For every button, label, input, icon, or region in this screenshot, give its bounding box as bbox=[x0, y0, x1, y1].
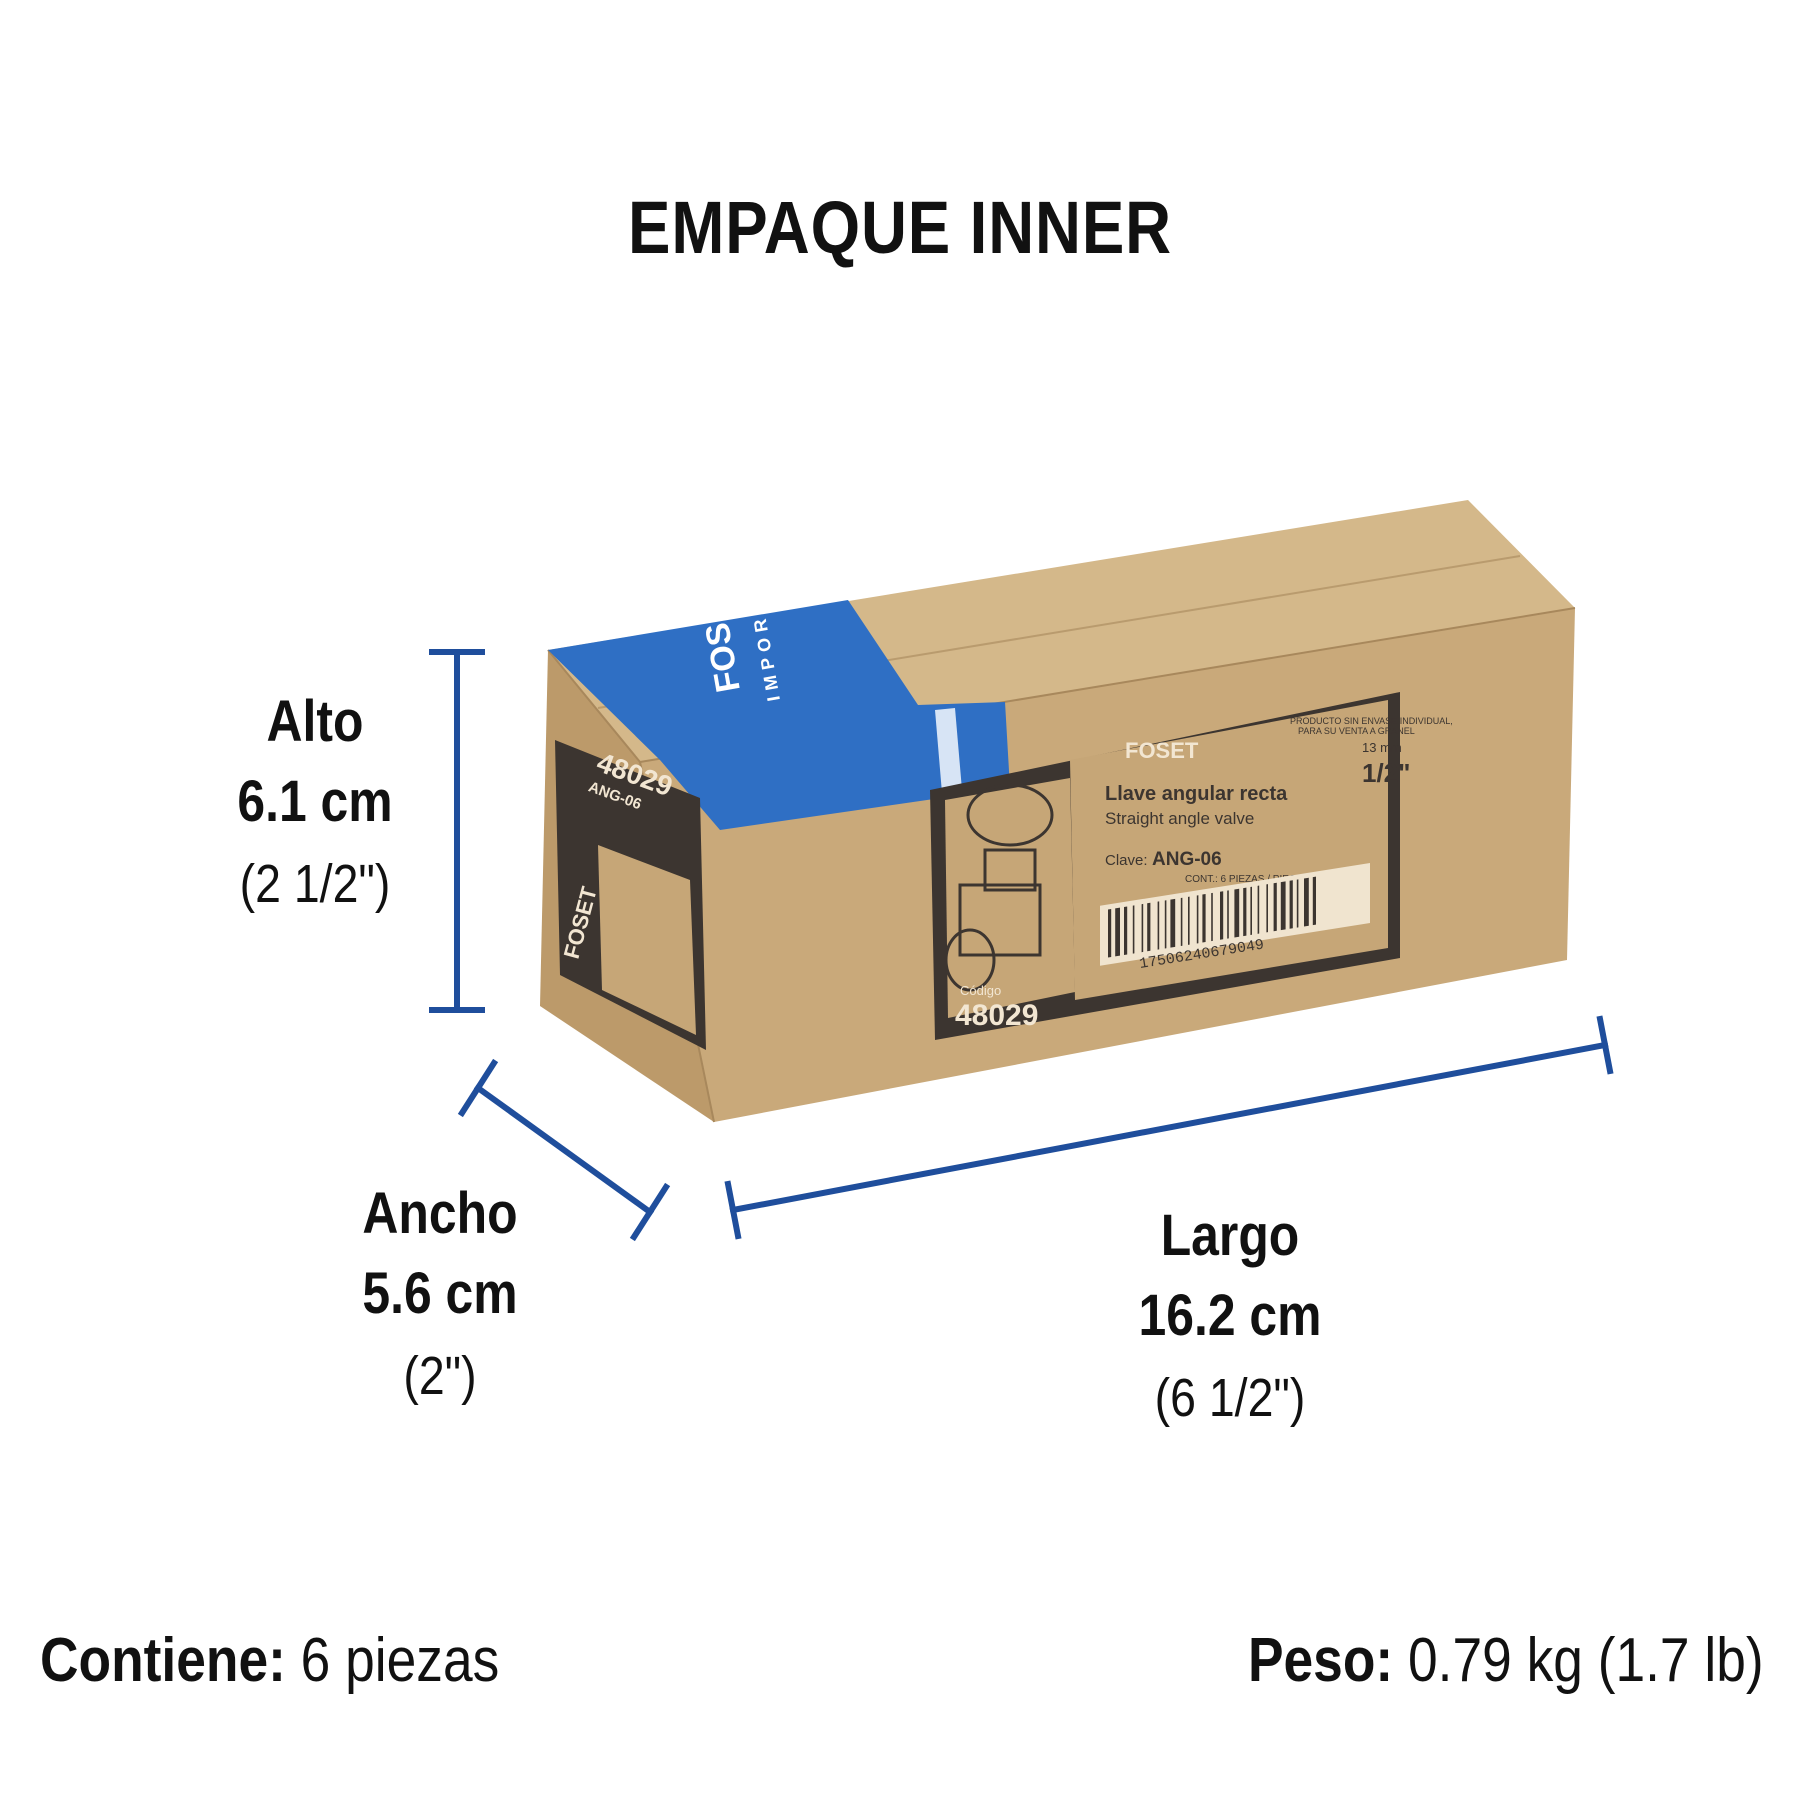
barcode-bar bbox=[1250, 886, 1253, 935]
barcode-bar bbox=[1304, 877, 1309, 927]
weight-info: Peso: 0.79 kg (1.7 lb) bbox=[1248, 1625, 1764, 1696]
ancho-imperial: (2") bbox=[403, 1346, 477, 1406]
page-title: EMPAQUE INNER bbox=[628, 186, 1172, 269]
barcode-bar bbox=[1243, 887, 1247, 937]
barcode bbox=[1108, 876, 1317, 958]
barcode-bar bbox=[1170, 898, 1176, 948]
barcode-bar bbox=[1220, 891, 1224, 940]
barcode-bar bbox=[1180, 897, 1183, 946]
barcode-bar bbox=[1188, 896, 1190, 945]
label-brand: FOSET bbox=[1125, 738, 1199, 763]
alto-dimension-line bbox=[429, 649, 485, 1013]
barcode-bar bbox=[1164, 900, 1167, 949]
valve-drawing bbox=[944, 783, 1054, 992]
alto-label: Alto bbox=[266, 689, 364, 754]
alto-metric: 6.1 cm bbox=[237, 769, 393, 834]
barcode-bar bbox=[1296, 879, 1299, 928]
barcode-bar bbox=[1280, 881, 1286, 931]
contains-value: 6 piezas bbox=[300, 1626, 500, 1695]
barcode-bar bbox=[1157, 901, 1160, 950]
label-product-name: Llave angular recta bbox=[1105, 783, 1288, 805]
contents-info: Contiene: 6 piezas bbox=[40, 1625, 499, 1696]
barcode-bar bbox=[1273, 882, 1277, 932]
ancho-dimension-line bbox=[457, 1058, 671, 1242]
label-bulk-note-1: PRODUCTO SIN ENVASE INDIVIDUAL, bbox=[1290, 716, 1453, 726]
alto-imperial: (2 1/2") bbox=[239, 854, 391, 914]
label-codigo-label: Código bbox=[960, 983, 1001, 998]
alto-dimension-label: Alto 6.1 cm (2 1/2") bbox=[185, 684, 445, 924]
barcode-bar bbox=[1124, 906, 1128, 955]
ancho-label: Ancho bbox=[362, 1181, 518, 1246]
barcode-bar bbox=[1108, 909, 1112, 958]
barcode-bar bbox=[1266, 884, 1269, 933]
largo-metric: 16.2 cm bbox=[1138, 1283, 1322, 1348]
blue-tape bbox=[548, 600, 1010, 830]
barcode-bar bbox=[1257, 885, 1260, 934]
label-bulk-note-2: PARA SU VENTA A GRANEL bbox=[1298, 726, 1415, 736]
label-clave-label: Clave: bbox=[1105, 852, 1148, 869]
barcode-bar bbox=[1312, 876, 1317, 926]
largo-dimension-label: Largo 16.2 cm (6 1/2") bbox=[1080, 1198, 1380, 1438]
largo-dimension-line bbox=[724, 1015, 1614, 1240]
dimension-lines bbox=[429, 649, 1614, 1242]
barcode-bar bbox=[1147, 902, 1151, 952]
label-size-mm: 13 mm bbox=[1362, 740, 1402, 755]
largo-imperial: (6 1/2") bbox=[1154, 1368, 1306, 1428]
barcode-bar bbox=[1132, 905, 1135, 954]
barcode-bar bbox=[1227, 890, 1229, 939]
barcode-bar bbox=[1289, 880, 1293, 929]
label-clave-value: ANG-06 bbox=[1152, 849, 1222, 870]
ancho-metric: 5.6 cm bbox=[362, 1261, 518, 1326]
label-codigo-value: 48029 bbox=[955, 999, 1038, 1032]
barcode-bar bbox=[1202, 894, 1206, 943]
ancho-dimension-label: Ancho 5.6 cm (2") bbox=[310, 1176, 570, 1416]
label-product-name-en: Straight angle valve bbox=[1105, 809, 1254, 828]
largo-label: Largo bbox=[1160, 1203, 1300, 1268]
barcode-bar bbox=[1196, 895, 1199, 944]
barcode-bar bbox=[1234, 888, 1240, 938]
label-cont-text: CONT.: 6 PIEZAS / PIECES bbox=[1185, 874, 1310, 885]
weight-label: Peso: bbox=[1248, 1626, 1394, 1695]
barcode-bar bbox=[1115, 907, 1120, 957]
contains-label: Contiene: bbox=[40, 1626, 286, 1695]
weight-value: 0.79 kg (1.7 lb) bbox=[1408, 1626, 1764, 1695]
barcode-bar bbox=[1211, 892, 1213, 942]
barcode-bar bbox=[1141, 903, 1144, 953]
label-size-in: 1/2" bbox=[1362, 758, 1410, 788]
